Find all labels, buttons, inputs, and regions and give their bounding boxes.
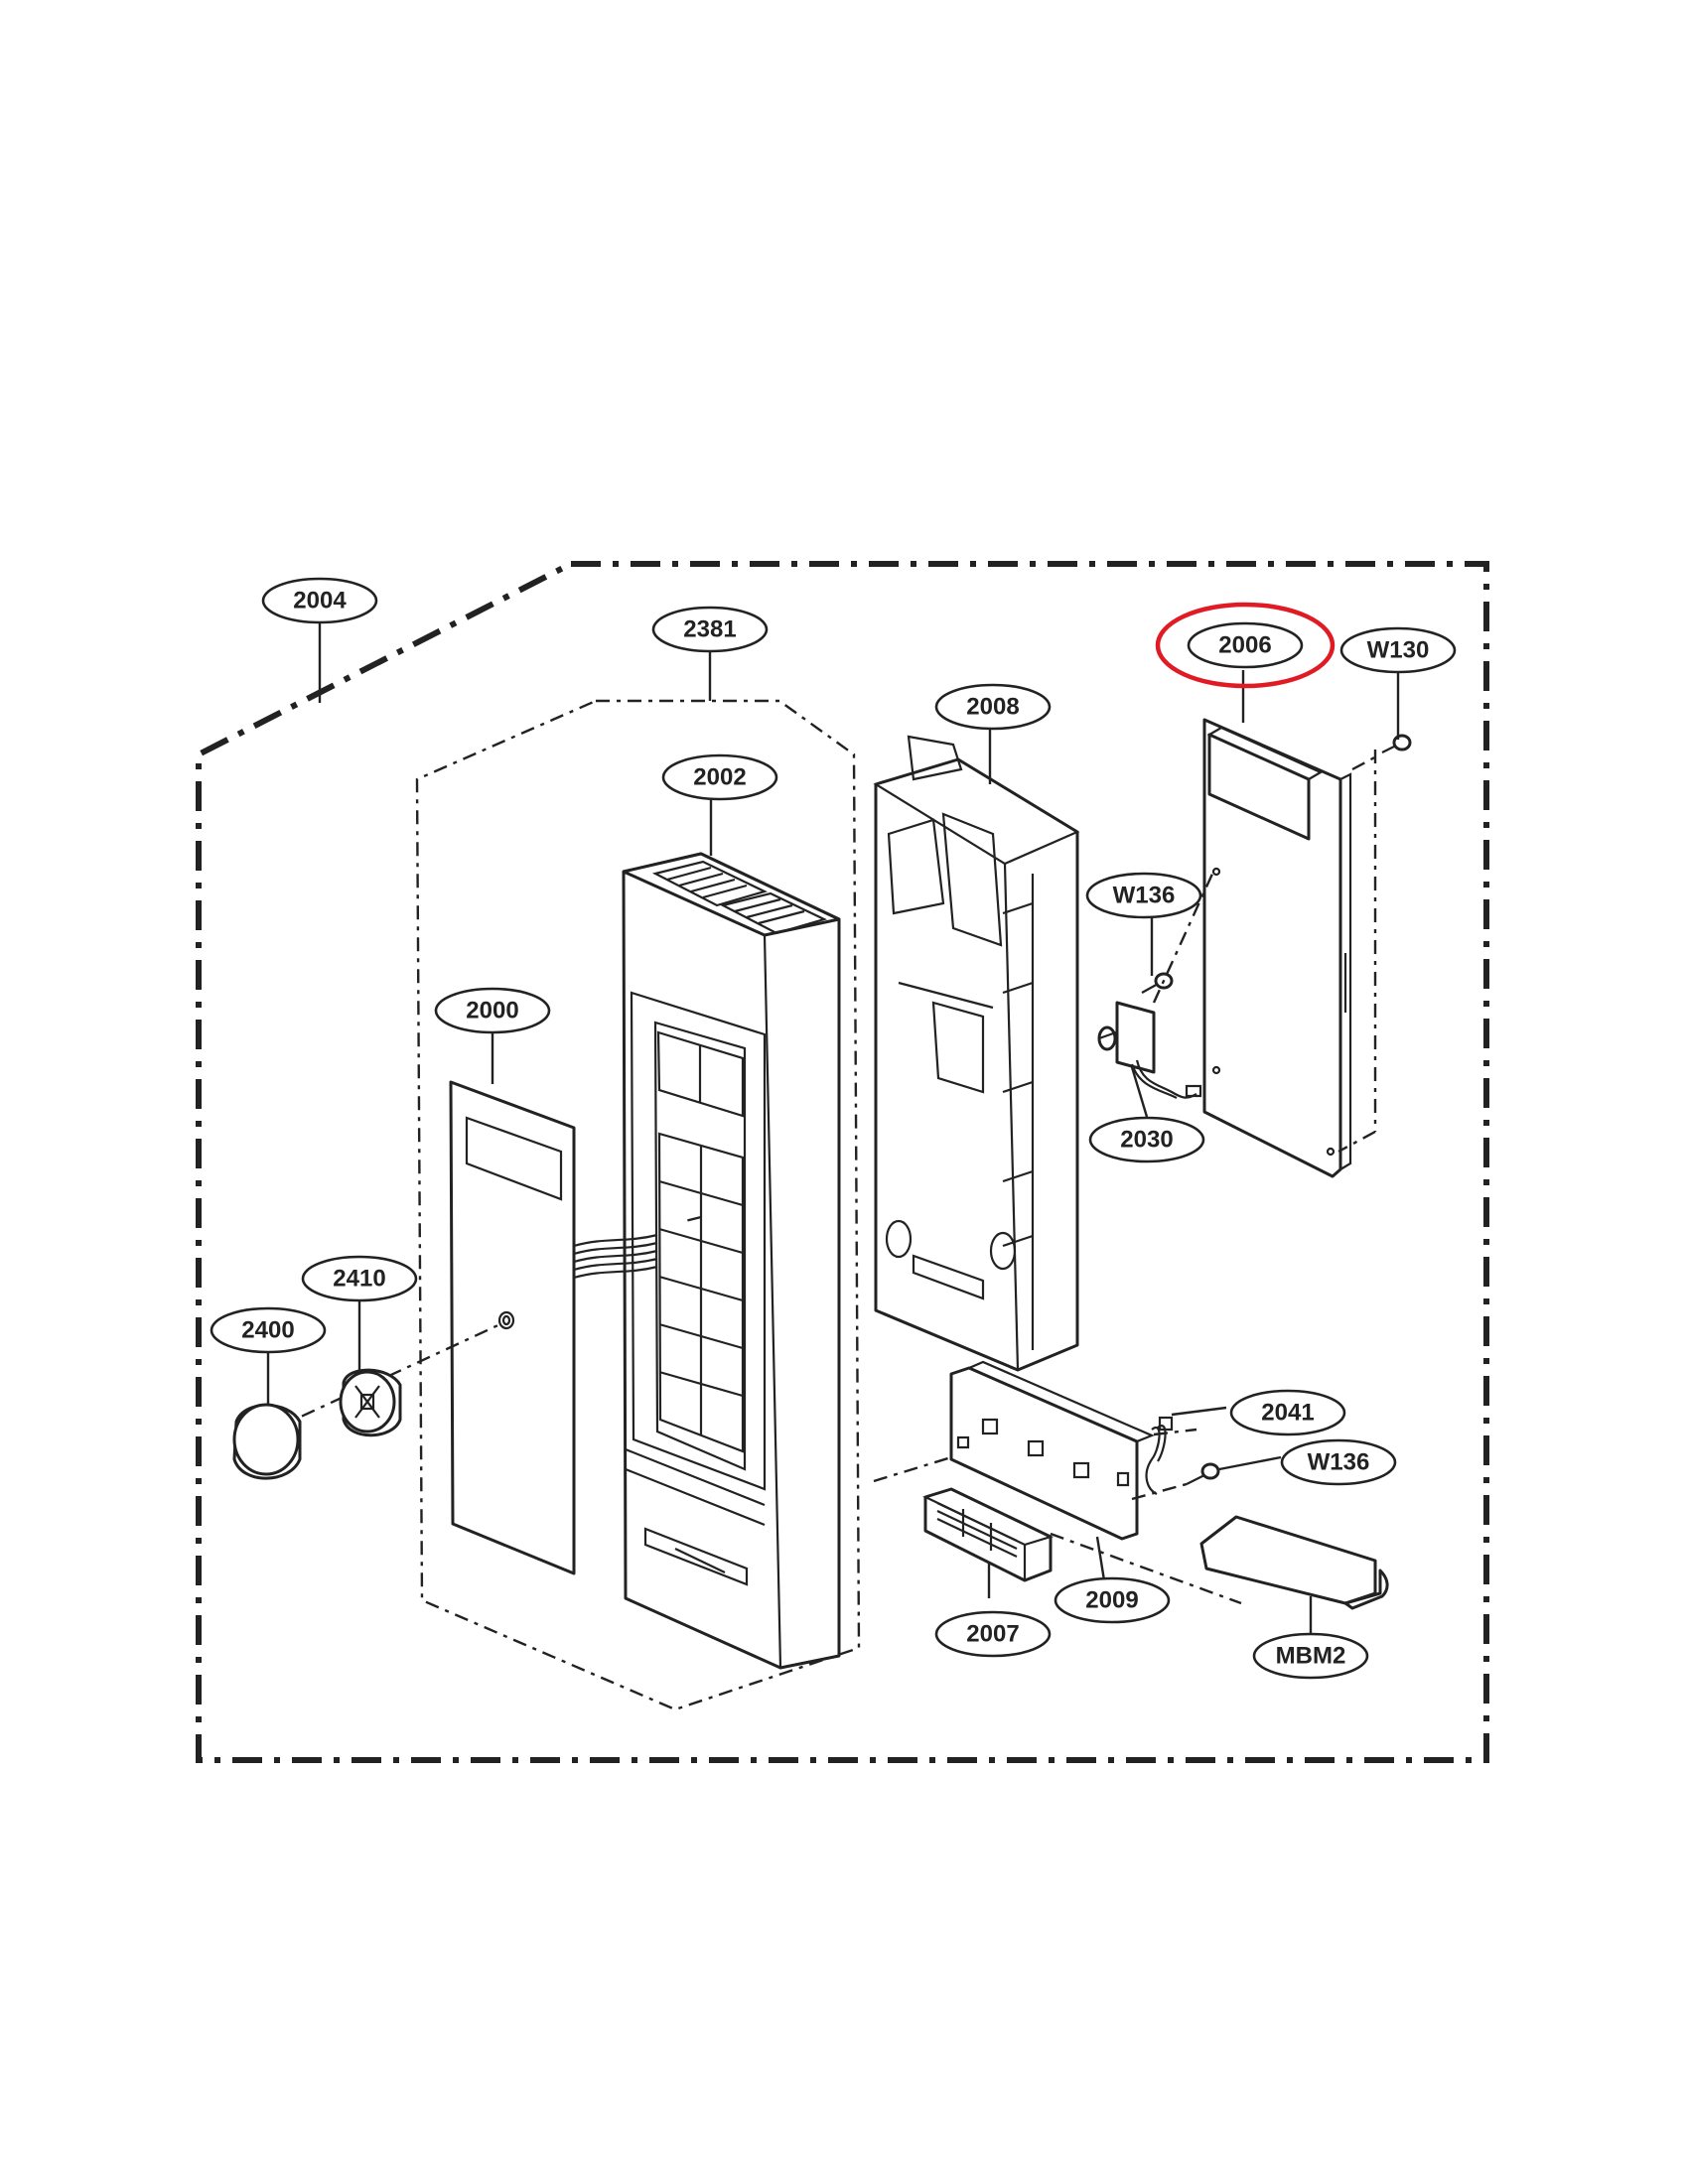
callout-label: 2030 bbox=[1120, 1127, 1173, 1154]
assembly-boundary-2381 bbox=[415, 699, 861, 1711]
control-membrane-2000 bbox=[449, 1080, 658, 1575]
button-holder-2007 bbox=[921, 1487, 1055, 1582]
pcb-bracket-2008 bbox=[873, 735, 1080, 1372]
callout-label: 2400 bbox=[241, 1317, 294, 1344]
assembly-boundary-2004 bbox=[196, 561, 1489, 1763]
callout-label: MBM2 bbox=[1276, 1643, 1346, 1670]
knob-shaft-2410 bbox=[339, 1368, 402, 1437]
callout-label: 2004 bbox=[293, 588, 347, 614]
connector-2041 bbox=[1145, 1416, 1174, 1495]
callout-2410: 2410 bbox=[301, 1255, 418, 1302]
clip-mbm2 bbox=[1199, 1515, 1389, 1610]
keypad-grid bbox=[657, 1132, 745, 1453]
knob-cap-2400 bbox=[232, 1403, 302, 1480]
screw-w136-lower bbox=[1186, 1462, 1220, 1485]
callout-label: W136 bbox=[1308, 1449, 1370, 1476]
callout-label: 2410 bbox=[333, 1266, 385, 1293]
callout-2006: 2006 bbox=[1187, 621, 1304, 669]
highlight-ring-2006 bbox=[1155, 602, 1336, 689]
screw-w136-upper bbox=[1141, 972, 1174, 994]
callout-label: 2008 bbox=[966, 694, 1019, 721]
callout-w136-lower: W136 bbox=[1280, 1438, 1397, 1486]
callout-label: 2381 bbox=[683, 616, 736, 643]
callout-2008: 2008 bbox=[934, 683, 1052, 731]
callout-2002: 2002 bbox=[661, 753, 778, 801]
callout-label: 2009 bbox=[1085, 1587, 1138, 1614]
callout-label: W130 bbox=[1367, 637, 1430, 664]
callout-2007: 2007 bbox=[934, 1610, 1052, 1658]
callout-label: W136 bbox=[1113, 883, 1176, 909]
switch-2030 bbox=[1097, 1001, 1202, 1099]
callout-2381: 2381 bbox=[651, 606, 769, 653]
callout-label: 2000 bbox=[466, 998, 518, 1024]
callout-2004: 2004 bbox=[261, 577, 378, 624]
callout-2009: 2009 bbox=[1054, 1576, 1171, 1624]
front-panel-frame-2002 bbox=[622, 852, 841, 1670]
callout-label: 2002 bbox=[693, 764, 746, 791]
callout-label: 2007 bbox=[966, 1621, 1019, 1648]
pcb-board-2006 bbox=[1202, 718, 1352, 1178]
callout-mbm2: MBM2 bbox=[1252, 1632, 1369, 1680]
callout-label: 2006 bbox=[1218, 632, 1271, 659]
screw-w130 bbox=[1381, 734, 1412, 753]
callout-2041: 2041 bbox=[1229, 1389, 1346, 1436]
callout-w136-upper: W136 bbox=[1085, 872, 1202, 919]
callout-label: 2041 bbox=[1261, 1400, 1314, 1427]
callout-2400: 2400 bbox=[210, 1306, 327, 1354]
callout-w130: W130 bbox=[1339, 626, 1457, 674]
callout-2030: 2030 bbox=[1088, 1116, 1205, 1163]
callout-2000: 2000 bbox=[434, 987, 551, 1034]
button-board-2009 bbox=[949, 1360, 1155, 1541]
